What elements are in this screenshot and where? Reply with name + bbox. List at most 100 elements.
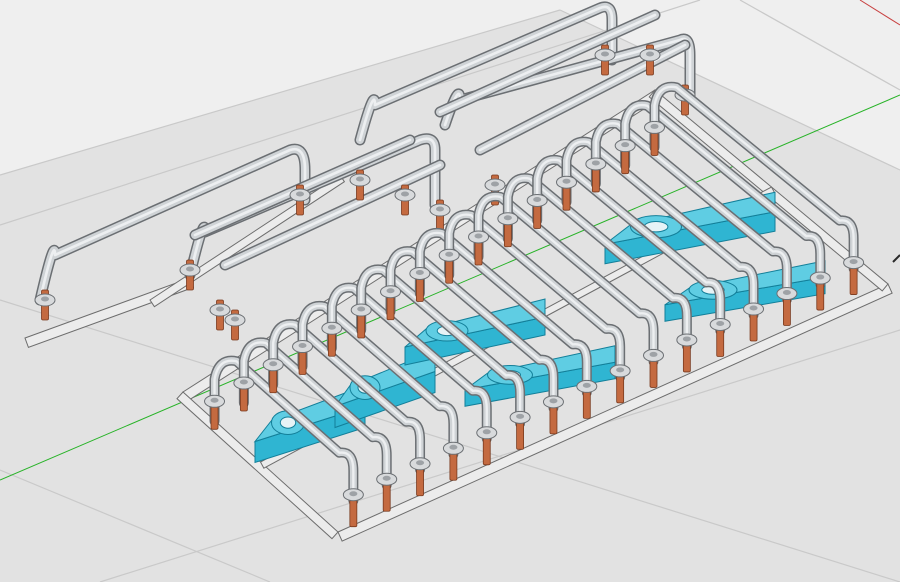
hoop-unit[interactable] [556,136,765,342]
hoop-unit[interactable] [497,173,698,373]
nut-hole [601,51,609,57]
hoop-unit[interactable] [204,355,364,528]
grid-line [0,9,561,176]
grid-line [739,0,900,91]
nut-hole [516,413,525,419]
grid-line [0,0,701,226]
nut-hole [582,382,591,388]
nut-hole [591,160,600,166]
hoop-unit[interactable] [526,154,731,357]
nut-hole [186,266,194,272]
hoop-unit[interactable] [614,100,831,311]
nut-hole [646,51,654,57]
hoop-tube-highlight [213,359,355,502]
hoop-unit[interactable] [233,337,398,512]
copper-pin[interactable] [549,405,558,435]
copper-pin[interactable] [516,420,525,450]
nut-hole [650,123,659,129]
nut-hole [298,343,307,349]
nut-hole [239,379,248,385]
copper-pin[interactable] [482,436,491,466]
nut-hole [382,475,391,481]
nut-hole [682,336,691,342]
hoop-tube-highlight [624,103,822,286]
nut-hole [749,305,758,311]
copper-pin[interactable] [649,359,658,388]
nut-hole [357,306,366,312]
copper-pin[interactable] [749,312,758,342]
hoop-tube-highlight [330,286,488,440]
hoop-tube-highlight [477,195,655,363]
nut-hole [491,181,499,187]
nut-hole [716,320,725,326]
hoop-unit[interactable] [380,246,564,435]
copper-pin[interactable] [682,343,691,373]
hoop-tube-highlight [536,158,722,332]
front-hoop-array[interactable] [204,81,865,528]
nut-hole [415,269,424,275]
black-axis-tick [892,254,900,263]
copper-pin[interactable] [816,281,825,311]
nut-hole [356,176,364,182]
nut-hole [231,316,239,322]
copper-pin[interactable] [716,328,725,357]
hoop-tube-highlight [418,231,588,394]
nut-hole [474,233,483,239]
hoop-tube-highlight [506,176,689,348]
hoop-unit[interactable] [321,282,498,466]
hoop-tube-highlight [653,85,855,270]
nut-hole [503,215,512,221]
nut-hole [482,429,491,435]
hoop-unit[interactable] [262,319,431,497]
nut-hole [401,191,409,197]
nut-hole [816,274,825,280]
hoop-unit[interactable] [468,191,665,388]
hoop-tube-highlight [389,249,555,410]
nut-hole [436,206,444,212]
nut-hole [349,491,358,497]
nut-hole [616,367,625,373]
hoop-tube-highlight [301,304,455,456]
nut-hole [296,191,304,197]
nut-hole [445,251,454,257]
nut-hole [849,259,858,265]
copper-pin[interactable] [449,451,458,481]
hoop-tube-highlight [565,140,755,317]
red-axis-line [859,0,900,26]
nut-hole [416,460,425,466]
copper-pin[interactable] [616,374,625,404]
hoop-tube-highlight [242,341,388,487]
nut-hole [562,178,571,184]
copper-pin[interactable] [349,498,358,528]
horizontal-crossbar-highlight [438,13,657,114]
nut-hole [216,306,224,312]
hoop-unit[interactable] [585,118,798,326]
hoop-tube-highlight [360,268,522,425]
nut-hole [533,196,542,202]
hoop-unit[interactable] [350,264,531,450]
back-loop-assembly[interactable] [34,1,696,341]
hoop-unit[interactable] [292,300,464,481]
grid-line [99,329,900,582]
hoop-unit[interactable] [438,209,631,404]
copper-pin[interactable] [582,389,591,419]
copper-pin[interactable] [416,467,424,497]
copper-pin[interactable] [849,266,858,295]
nut-hole [386,288,395,294]
hoop-tube-highlight [594,122,789,301]
copper-pin[interactable] [382,482,391,512]
frame-rail-front[interactable] [337,283,893,542]
nut-hole [621,142,630,148]
hoop-unit[interactable] [409,227,598,419]
nut-hole [649,351,658,357]
hoop-unit[interactable] [644,81,865,295]
nut-hole [41,296,49,302]
large-loop-tube-highlight [358,5,614,142]
nut-hole [210,397,219,403]
copper-pin[interactable] [783,297,791,326]
block-hole [279,416,297,429]
nut-hole [549,398,558,404]
nut-hole [269,361,278,367]
